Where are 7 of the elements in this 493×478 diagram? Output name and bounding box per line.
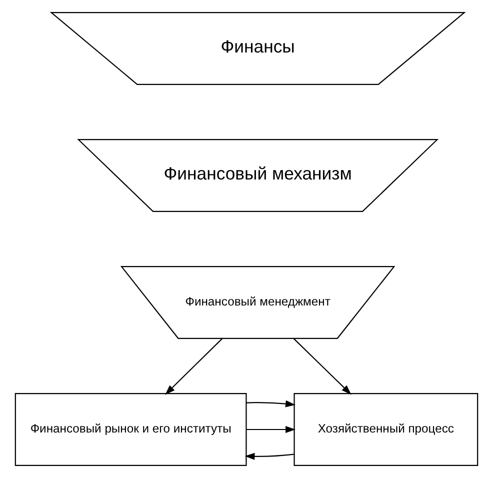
arrow bbox=[293, 338, 352, 395]
arrow bbox=[246, 426, 296, 433]
node-box: Хозяйственный процесс bbox=[294, 393, 478, 466]
arrow bbox=[246, 400, 296, 408]
arrow bbox=[244, 452, 294, 460]
node-box: Финансовый рынок и его институты bbox=[14, 393, 247, 466]
arrow bbox=[165, 338, 222, 395]
